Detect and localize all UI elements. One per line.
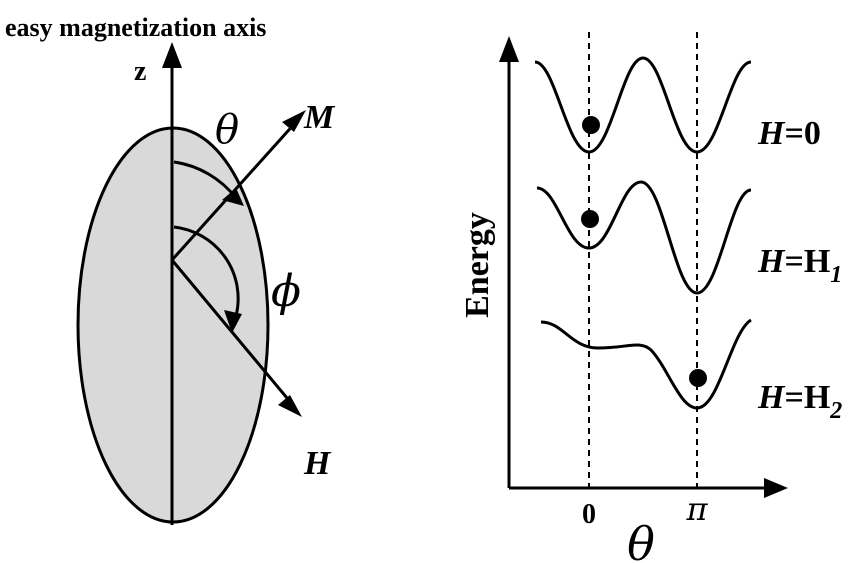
- left-panel: easy magnetization axis z M H θ ϕ: [5, 13, 336, 525]
- tick-label-zero: 0: [582, 499, 596, 530]
- theta-angle-label: θ: [215, 107, 239, 153]
- phi-arc-arrowhead: [224, 310, 242, 333]
- curve-label-h0: H=0: [757, 115, 821, 152]
- z-axis-arrowhead: [162, 42, 182, 68]
- phi-arc: [173, 225, 240, 317]
- theta-axis-arrowhead: [764, 478, 788, 498]
- easy-axis-title: easy magnetization axis: [5, 13, 266, 42]
- magnetization-label: M: [303, 99, 336, 136]
- magnetization-arrowhead: [282, 110, 306, 132]
- curve-label-h1: H=H1: [757, 243, 842, 288]
- state-marker-h0: [582, 116, 600, 134]
- energy-curve-h1: [536, 180, 752, 295]
- energy-axis-label: Energy: [459, 212, 496, 318]
- theta-arc-arrowhead: [222, 188, 244, 206]
- state-marker-h1: [581, 210, 599, 228]
- state-marker-h2: [689, 369, 707, 387]
- right-panel: Energy 0 π θ H=0 H=H1 H=H2: [459, 32, 842, 563]
- field-arrowhead: [278, 395, 302, 417]
- energy-axis-arrowhead: [499, 36, 519, 62]
- field-label: H: [303, 445, 332, 482]
- theta-axis-label: θ: [627, 517, 655, 563]
- curve-label-h2: H=H2: [757, 379, 842, 424]
- energy-curve-h0: [534, 56, 752, 154]
- z-axis-label: z: [134, 56, 146, 87]
- energy-curve-h2: [540, 318, 752, 410]
- phi-angle-label: ϕ: [271, 266, 301, 317]
- tick-label-pi: π: [685, 490, 708, 528]
